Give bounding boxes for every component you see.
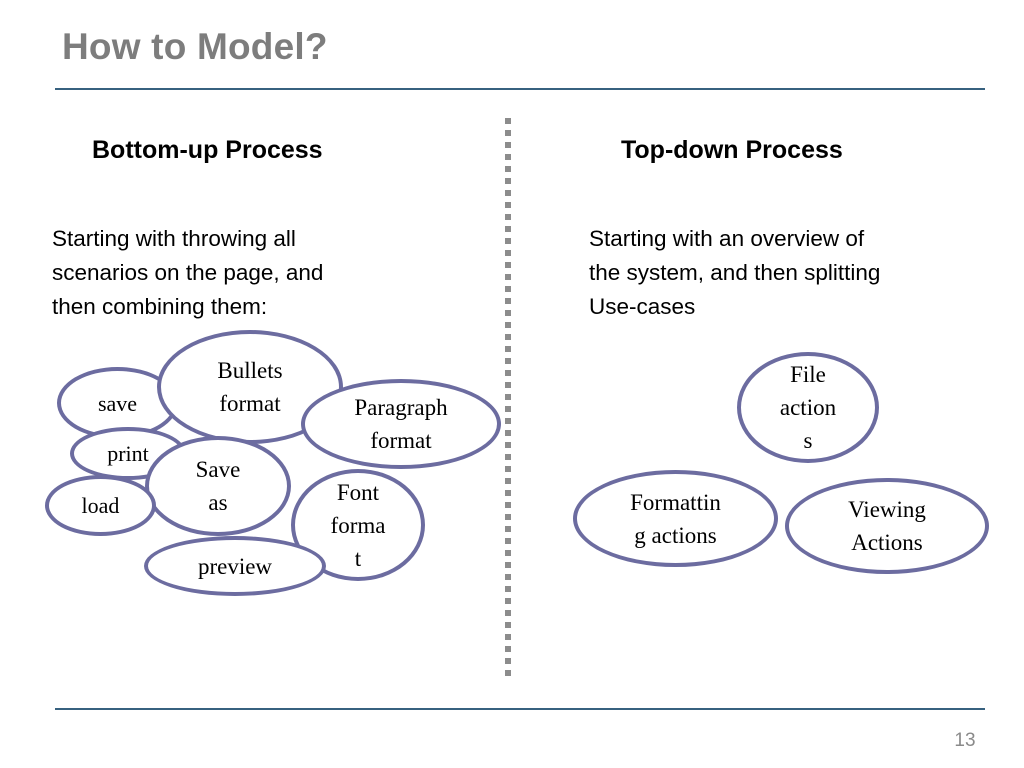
bubble-file-action-s[interactable]: File action s [737, 352, 879, 463]
column-body-top-down: Starting with an overview of the system,… [589, 226, 881, 319]
column-header-bottom-up: Bottom-up Process [92, 136, 323, 164]
page-title: How to Model? [62, 26, 328, 67]
page-number: 13 [954, 730, 976, 751]
bubble-label: Paragraph format [354, 395, 448, 453]
bubble-label: Bullets format [217, 358, 283, 416]
bubble-label: save [97, 390, 138, 416]
title-divider-rule [55, 88, 985, 90]
bubble-label: File action s [779, 362, 837, 453]
bubble-label: print [107, 441, 149, 466]
bubble-label: load [81, 493, 120, 518]
column-divider-dotted [505, 118, 511, 680]
bubble-label: Font forma t [330, 479, 386, 571]
bubble-formattin-g-actions[interactable]: Formattin g actions [573, 470, 778, 567]
bubble-label: Viewing Actions [848, 497, 926, 555]
bubble-viewing-actions[interactable]: Viewing Actions [785, 478, 989, 574]
footer-divider-rule [55, 708, 985, 710]
bubble-paragraph-format[interactable]: Paragraph format [301, 379, 501, 469]
column-body-bottom-up: Starting with throwing all scenarios on … [52, 226, 324, 319]
bubble-preview[interactable]: preview [144, 536, 326, 596]
column-header-top-down: Top-down Process [621, 136, 843, 164]
bubble-label: Formattin g actions [630, 489, 721, 548]
bubble-label: preview [197, 553, 273, 579]
bubble-label: Save as [195, 457, 241, 515]
bubble-load[interactable]: load [45, 475, 156, 536]
bubble-save-as[interactable]: Save as [145, 436, 291, 536]
